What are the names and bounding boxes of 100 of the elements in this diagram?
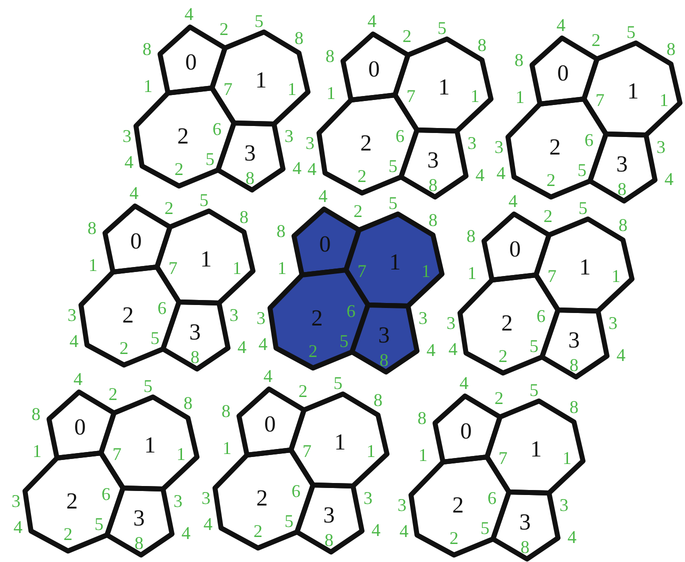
edge-number: 3 [608, 314, 618, 332]
edge-number: 1 [366, 442, 376, 460]
edge-number: 3 [122, 127, 132, 145]
edge-number: 2 [592, 31, 600, 49]
edge-number: 8 [380, 351, 388, 369]
edge-number: 8 [570, 398, 578, 416]
edge-number: 1 [88, 256, 98, 274]
edge-number: 2 [164, 199, 174, 217]
edge-number: 4 [130, 184, 138, 202]
edge-number: 5 [254, 12, 264, 30]
edge-number: 4 [568, 528, 576, 546]
edge-number: 4 [70, 332, 78, 350]
edge-number: 4 [556, 16, 566, 34]
edge-number: 8 [666, 40, 676, 58]
edge-number: 4 [426, 341, 436, 359]
edge-number: 8 [134, 534, 144, 552]
tile-number: 1 [334, 430, 346, 454]
edge-number: 2 [108, 385, 118, 403]
tile-number: 2 [501, 312, 513, 334]
edge-number: 4 [258, 335, 268, 353]
edge-number: 3 [364, 489, 372, 507]
edge-number: 8 [326, 47, 334, 65]
edge-number: 7 [302, 442, 312, 460]
edge-number: 1 [326, 84, 336, 102]
edge-number: 8 [32, 405, 40, 423]
edge-number: 5 [144, 377, 152, 395]
tile-number: 0 [319, 232, 331, 256]
edge-number: 5 [438, 19, 446, 37]
edge-number: 8 [240, 208, 248, 226]
edge-number: 4 [182, 524, 190, 542]
tile-number: 2 [177, 124, 189, 148]
tile-number: 3 [568, 328, 580, 352]
edge-number: 1 [470, 87, 480, 105]
edge-number: 8 [276, 222, 286, 240]
edge-number: 4 [204, 515, 212, 533]
edge-number: 1 [422, 262, 430, 280]
tile-number: 2 [122, 304, 134, 326]
edge-number: 8 [190, 348, 200, 366]
edge-number: 5 [206, 150, 214, 168]
edge-number: 3 [446, 314, 456, 332]
edge-number: 5 [530, 381, 538, 399]
edge-number: 8 [478, 36, 486, 54]
tile-number: 3 [244, 142, 256, 164]
edge-number: 3 [256, 309, 266, 327]
tile-number: 3 [427, 148, 439, 172]
edge-number: 2 [498, 347, 508, 365]
tile-number: 1 [438, 76, 450, 98]
edge-number: 2 [544, 207, 552, 225]
edge-number: 6 [212, 120, 222, 138]
edge-number: 4 [460, 374, 468, 392]
edge-number: 3 [202, 489, 210, 507]
edge-number: 2 [64, 525, 72, 543]
edge-number: 3 [306, 134, 314, 152]
edge-number: 4 [476, 166, 484, 184]
edge-number: 8 [570, 356, 578, 374]
tile-number: 1 [627, 80, 639, 102]
edge-number: 2 [494, 389, 504, 407]
tile-number: 2 [360, 132, 372, 154]
edge-number: 7 [596, 91, 604, 109]
tile-number: 2 [66, 490, 78, 512]
edge-number: 6 [396, 127, 404, 145]
tile-number: 0 [74, 416, 86, 438]
edge-number: 8 [466, 227, 476, 245]
edge-number: 5 [530, 337, 538, 355]
edge-number: 3 [12, 492, 20, 510]
edge-number: 3 [398, 496, 406, 514]
edge-number: 8 [324, 531, 334, 549]
edge-number: 2 [174, 160, 184, 178]
edge-number: 4 [508, 192, 518, 210]
edge-number: 5 [626, 23, 636, 41]
tile-number: 2 [452, 494, 464, 516]
edge-number: 8 [618, 180, 626, 198]
edge-number: 2 [120, 339, 128, 357]
edge-number: 2 [402, 27, 412, 45]
edge-number: 5 [388, 194, 398, 212]
tile-number: 1 [530, 438, 542, 460]
edge-number: 4 [308, 160, 316, 178]
edge-number: 4 [664, 170, 674, 188]
edge-number: 3 [468, 134, 476, 152]
edge-number: 4 [264, 367, 272, 385]
edge-number: 8 [428, 211, 438, 229]
tile-number: 1 [579, 256, 591, 278]
edge-number: 8 [142, 40, 152, 58]
tile-number: 1 [144, 434, 156, 456]
edge-number: 1 [144, 77, 152, 95]
edge-number: 3 [494, 138, 504, 156]
edge-number: 4 [496, 164, 506, 182]
tile-number: 3 [189, 320, 201, 344]
tile-number: 2 [549, 136, 561, 158]
edge-number: 1 [288, 80, 296, 98]
edge-number: 5 [200, 191, 208, 209]
edge-number: 8 [294, 29, 304, 47]
edge-number: 8 [428, 176, 438, 194]
edge-number: 3 [68, 306, 76, 324]
edge-number: 4 [616, 346, 626, 364]
tile-number: 3 [378, 324, 390, 346]
edge-number: 7 [406, 87, 416, 105]
edge-number: 2 [354, 202, 362, 220]
tile-number: 1 [200, 248, 212, 270]
edge-number: 5 [334, 374, 342, 392]
